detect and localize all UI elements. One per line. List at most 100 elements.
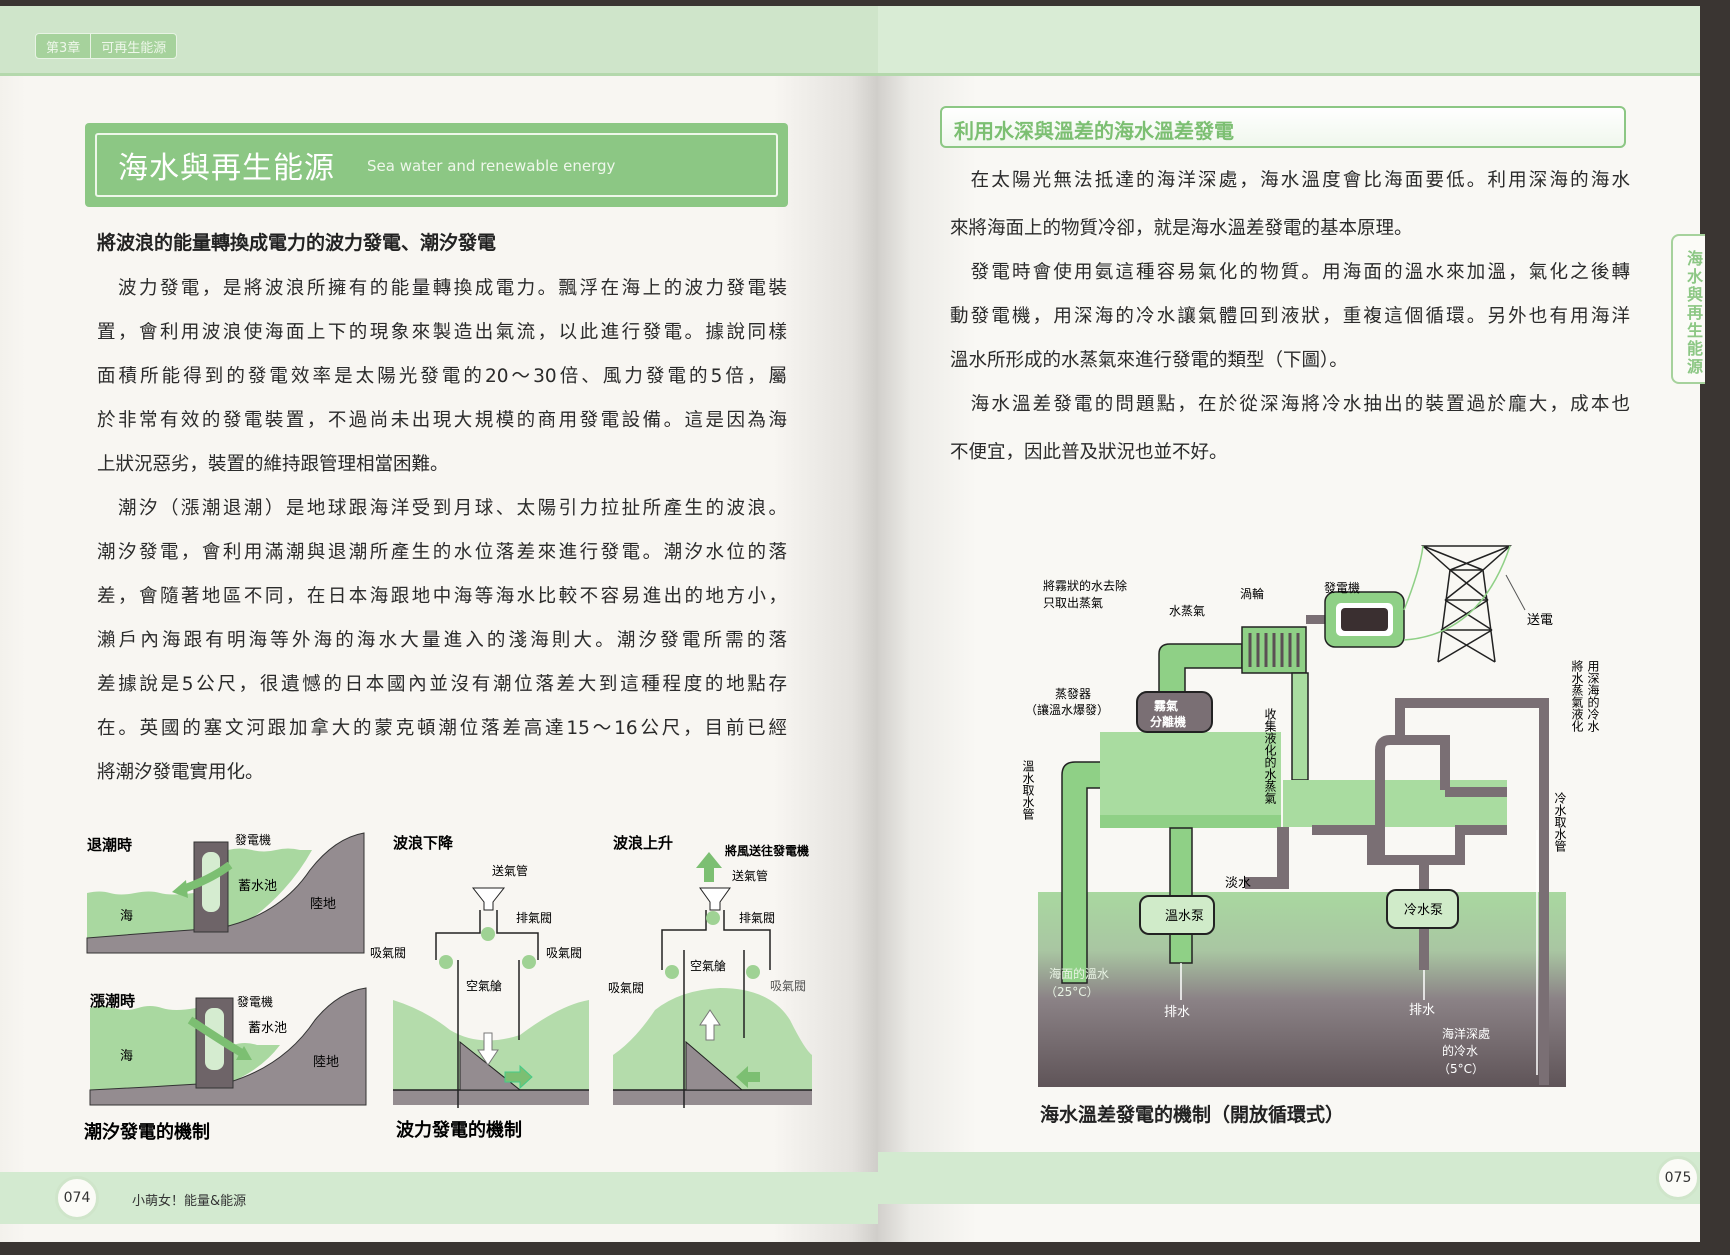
text-line: 海水溫差發電的問題點，在於從深海將冷水抽出的裝置過於龐大，成本也 xyxy=(950,394,1630,415)
svg-text:渦輪: 渦輪 xyxy=(1240,586,1264,601)
left-arrow-icon xyxy=(736,1066,760,1088)
svg-text:送氣管: 送氣管 xyxy=(732,868,768,883)
svg-text:發電機: 發電機 xyxy=(1324,580,1360,595)
text-line: 瀨戶內海跟有明海等外海的海水大量進入的淺海則大。潮汐發電所需的落 xyxy=(97,630,787,651)
page-title: 海水與再生能源 xyxy=(118,151,335,186)
warm-pump xyxy=(1139,895,1215,935)
footer-band xyxy=(0,1172,878,1224)
exhaust-valve-icon xyxy=(706,911,720,925)
svg-text:發電機: 發電機 xyxy=(235,832,271,847)
wave-down-panel: 波浪下降 送氣管 排氣閥 吸氣閥 吸氣閥 空氣艙 xyxy=(370,834,589,1108)
book-title: 小萌女！能量&能源 xyxy=(132,1194,247,1209)
svg-text:蒸發器: 蒸發器 xyxy=(1055,686,1091,701)
svg-text:水蒸氣: 水蒸氣 xyxy=(1169,604,1205,618)
header-band xyxy=(878,6,1700,76)
svg-text:冷水泵: 冷水泵 xyxy=(1404,903,1443,918)
svg-text:吸氣閥: 吸氣閥 xyxy=(546,946,582,960)
svg-text:（5°C）: （5°C） xyxy=(1438,1062,1484,1076)
page-number: 075 xyxy=(1656,1156,1700,1200)
svg-text:（25°C）: （25°C） xyxy=(1045,985,1099,999)
otec-caption: 海水溫差發電的機制（開放循環式） xyxy=(1040,1104,1345,1126)
sea-area xyxy=(1038,892,1566,1087)
svg-text:蓄水池: 蓄水池 xyxy=(248,1021,287,1036)
text-line: 不便宜，因此普及狀況也並不好。 xyxy=(950,442,1228,463)
svg-text:冷水取水管: 冷水取水管 xyxy=(1553,792,1567,853)
svg-text:送電: 送電 xyxy=(1527,613,1553,628)
tidal-caption: 潮汐發電的機制 xyxy=(84,1121,210,1143)
title-banner: 海水與再生能源 Sea water and renewable energy xyxy=(85,123,788,207)
footer-band xyxy=(878,1152,1700,1204)
text-line: 來將海面上的物質冷卻，就是海水溫差發電的基本原理。 xyxy=(950,218,1413,239)
svg-text:排氣閥: 排氣閥 xyxy=(516,911,552,925)
svg-text:分離機: 分離機 xyxy=(1150,714,1186,729)
svg-text:溫水取水管: 溫水取水管 xyxy=(1021,760,1035,821)
svg-text:蓄水池: 蓄水池 xyxy=(238,879,277,894)
intake-valve-icon xyxy=(665,965,679,979)
up-arrow-icon xyxy=(699,1009,721,1041)
text-line: 發電時會使用氨這種容易氣化的物質。用海面的溫水來加溫，氣化之後轉 xyxy=(950,262,1630,283)
left-page: 第3章 可再生能源 海水與再生能源 Sea water and renewabl… xyxy=(0,6,878,1242)
svg-text:陸地: 陸地 xyxy=(313,1054,339,1070)
exhaust-valve-icon xyxy=(481,927,495,941)
warm-intake-pipe xyxy=(1061,761,1103,984)
svg-text:吸氣閥: 吸氣閥 xyxy=(608,981,644,995)
svg-text:海: 海 xyxy=(120,909,133,924)
svg-text:將風送往發電機: 將風送往發電機 xyxy=(725,843,809,858)
text-line: 將潮汐發電實用化。 xyxy=(97,762,264,783)
subheading: 將波浪的能量轉換成電力的波力發電、潮汐發電 xyxy=(97,232,497,254)
page-title-english: Sea water and renewable energy xyxy=(367,157,616,175)
text-line: 於非常有效的發電裝置，不過尚未出現大規模的商用發電設備。這是因為海 xyxy=(97,410,787,431)
svg-text:的冷水: 的冷水 xyxy=(1442,1043,1478,1058)
svg-text:排水: 排水 xyxy=(1409,1003,1435,1018)
up-arrow-icon xyxy=(696,852,722,882)
svg-text:霧氣: 霧氣 xyxy=(1154,698,1178,713)
svg-text:退潮時: 退潮時 xyxy=(87,836,132,854)
mist-separator xyxy=(1136,691,1213,733)
svg-text:只取出蒸氣: 只取出蒸氣 xyxy=(1043,596,1103,610)
wave-caption: 波力發電的機制 xyxy=(396,1119,522,1141)
svg-text:吸氣閥: 吸氣閥 xyxy=(370,946,406,960)
text-line: 溫水所形成的水蒸氣來進行發電的類型（下圖）。 xyxy=(950,350,1348,371)
svg-text:收集液化的水蒸氣: 收集液化的水蒸氣 xyxy=(1263,708,1277,804)
text-line: 置，會利用波浪使海面上下的現象來製造出氣流，以此進行發電。據說同樣 xyxy=(97,322,787,343)
svg-text:排水: 排水 xyxy=(1164,1005,1190,1020)
svg-text:陸地: 陸地 xyxy=(310,896,336,912)
otec-diagram: 淡水 將霧狀的水去除 只取出蒸氣 水蒸氣 渦輪 發電機 送電 蒸發器 （讓溫水爆… xyxy=(1021,545,1600,1087)
svg-text:送氣管: 送氣管 xyxy=(492,863,528,878)
flow-arrow-icon xyxy=(187,1016,248,1059)
text-line: 上狀況惡劣，裝置的維持跟管理相當困難。 xyxy=(97,454,449,475)
down-arrow-icon xyxy=(477,1032,499,1066)
svg-text:將水蒸氣液化: 將水蒸氣液化 xyxy=(1570,659,1584,733)
intake-valve-icon xyxy=(522,955,536,969)
text-line: 在。英國的塞文河跟加拿大的蒙克頓潮位落差高達15～16公尺，目前已經 xyxy=(97,718,787,739)
side-tab: 海水與再生能源 xyxy=(1671,234,1705,384)
svg-text:淡水: 淡水 xyxy=(1225,876,1251,891)
text-line: 潮汐（漲潮退潮）是地球跟海洋受到月球、太陽引力拉扯所產生的波浪。 xyxy=(97,498,787,519)
svg-text:吸氣閥: 吸氣閥 xyxy=(770,979,806,993)
chapter-name: 可再生能源 xyxy=(90,34,176,58)
svg-text:漲潮時: 漲潮時 xyxy=(90,992,135,1010)
svg-text:波浪上升: 波浪上升 xyxy=(613,834,673,852)
text-line: 動發電機，用深海的冷水讓氣體回到液狀，重複這個循環。另外也有用海洋 xyxy=(950,306,1630,327)
intake-valve-icon xyxy=(746,965,760,979)
tidal-wave-diagrams: 退潮時 發電機 蓄水池 海 陸地 漲潮時 發電機 蓄水池 海 陸地 潮汐發電的機… xyxy=(84,832,812,1143)
transmission-tower-icon xyxy=(1421,545,1512,663)
intake-valve-icon xyxy=(439,955,453,969)
wave-up-panel: 波浪上升 將風送往發電機 送氣管 排氣閥 吸氣閥 吸氣閥 空氣艙 xyxy=(608,834,812,1108)
section-heading: 利用水深與溫差的海水溫差發電 xyxy=(954,119,1234,143)
svg-text:排氣閥: 排氣閥 xyxy=(739,911,775,925)
tidal-flood-panel: 漲潮時 發電機 蓄水池 海 陸地 xyxy=(89,987,367,1106)
section-heading-box: 利用水深與溫差的海水溫差發電 xyxy=(940,106,1626,148)
svg-text:波浪下降: 波浪下降 xyxy=(393,834,454,852)
chapter-number: 第3章 xyxy=(46,41,81,56)
svg-text:溫水泵: 溫水泵 xyxy=(1165,909,1204,924)
text-line: 面積所能得到的發電效率是太陽光發電的20～30倍、風力發電的5倍，屬 xyxy=(97,366,787,387)
text-line: 潮汐發電，會利用滿潮與退潮所產生的水位落差來進行發電。潮汐水位的落 xyxy=(97,542,787,563)
svg-text:（讓溫水爆發）: （讓溫水爆發） xyxy=(1025,702,1109,717)
text-line: 波力發電，是將波浪所擁有的能量轉換成電力。飄浮在海上的波力發電裝 xyxy=(97,278,787,299)
svg-text:用深海的冷水: 用深海的冷水 xyxy=(1586,660,1600,732)
svg-text:空氣艙: 空氣艙 xyxy=(690,958,726,973)
svg-text:將霧狀的水去除: 將霧狀的水去除 xyxy=(1043,578,1127,593)
text-line: 在太陽光無法抵達的海洋深處，海水溫度會比海面要低。利用深海的海水 xyxy=(950,170,1630,191)
evaporator xyxy=(1100,732,1281,828)
